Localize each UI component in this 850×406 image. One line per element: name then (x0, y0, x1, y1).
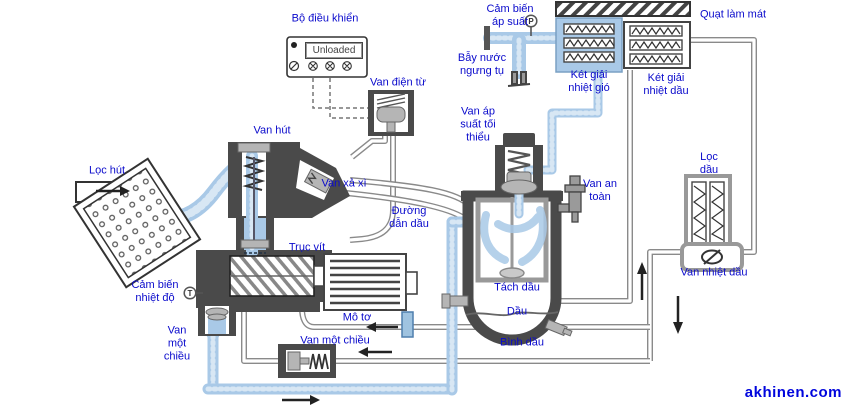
safety-valve (557, 175, 586, 223)
label-oil-thermal-valve: Van nhiệt dầu (680, 266, 748, 279)
bottom-flow-arrow-icon (282, 395, 320, 405)
label-check-valve-left: Van một chiều (163, 324, 191, 363)
label-oil-separator: Tách dầu (494, 281, 540, 294)
label-oil-cooler: Két giải nhiệt dầu (643, 72, 689, 97)
label-check-valve-bottom: Van một chiều (300, 334, 370, 347)
oil-injection-arrow-icon (366, 322, 398, 332)
label-solenoid-valve: Van điện từ (369, 76, 427, 89)
label-oil-filter: Lọc dầu (699, 151, 719, 176)
check-valve-left (198, 302, 236, 336)
label-oil-tank: Bình dầu (499, 336, 545, 349)
label-air-cooler: Két giải nhiệt gió (568, 69, 610, 94)
check-valve-bottom (278, 344, 336, 378)
label-suction-filter: Lọc hút (88, 164, 126, 177)
controller-display: Unloaded (305, 42, 363, 59)
tank-flow-swirls (480, 206, 547, 266)
terminal-icons (308, 61, 352, 71)
controller-box (286, 36, 368, 78)
screw-rotor (229, 255, 327, 297)
solenoid-valve (368, 90, 414, 136)
oil-return-arrow-icon (358, 347, 392, 357)
label-oil: Dầu (506, 305, 528, 318)
temperature-sensor: T (183, 286, 203, 300)
cooling-fan (555, 1, 691, 17)
label-cooling-fan: Quạt làm mát (699, 8, 767, 21)
label-motor: Mô tơ (342, 311, 372, 324)
label-safety-valve: Van an toàn (582, 178, 618, 203)
min-pressure-valve (495, 133, 543, 195)
oil-stop-valve (401, 311, 414, 338)
baseplate (222, 300, 320, 312)
tank-fittings (441, 293, 573, 337)
oil-thermal-valve (680, 242, 744, 272)
label-condensate-trap: Bẫy nước ngưng tụ (457, 52, 507, 77)
flow-arrows (96, 186, 683, 405)
svg-text:P: P (528, 17, 534, 26)
label-suction-valve: Van hút (253, 124, 291, 137)
air-cooler (555, 17, 623, 73)
suction-filter (72, 157, 202, 289)
label-blowoff-valve: Van xả xì (321, 177, 367, 190)
output-flange (484, 26, 490, 50)
label-pressure-sensor: Cảm biến áp suất (486, 3, 534, 28)
label-oil-line: Đường dẫn dầu (389, 205, 429, 230)
label-min-pressure-valve: Van áp suất tối thiểu (460, 105, 496, 144)
power-led-icon (291, 42, 297, 48)
oil-filter (684, 174, 732, 254)
oil-level-line (465, 311, 559, 317)
label-controller: Bộ điều khiển (291, 12, 359, 25)
condensate-drain (507, 71, 531, 87)
oil-down-arrow-icon (673, 296, 683, 334)
pressure-sensor-gauge: P (524, 14, 538, 36)
intake-arrow-icon (96, 186, 130, 196)
oil-up-arrow-icon (637, 262, 647, 300)
suction-valve-internals (237, 142, 334, 254)
svg-text:T: T (188, 289, 193, 298)
motor (323, 253, 418, 311)
watermark: akhinen.com (744, 384, 842, 401)
label-screw: Trục vít (288, 241, 326, 254)
oil-cooler (623, 21, 691, 69)
label-temperature-sensor: Cảm biến nhiệt độ (131, 279, 179, 304)
blowoff-valve-internals (303, 168, 334, 194)
